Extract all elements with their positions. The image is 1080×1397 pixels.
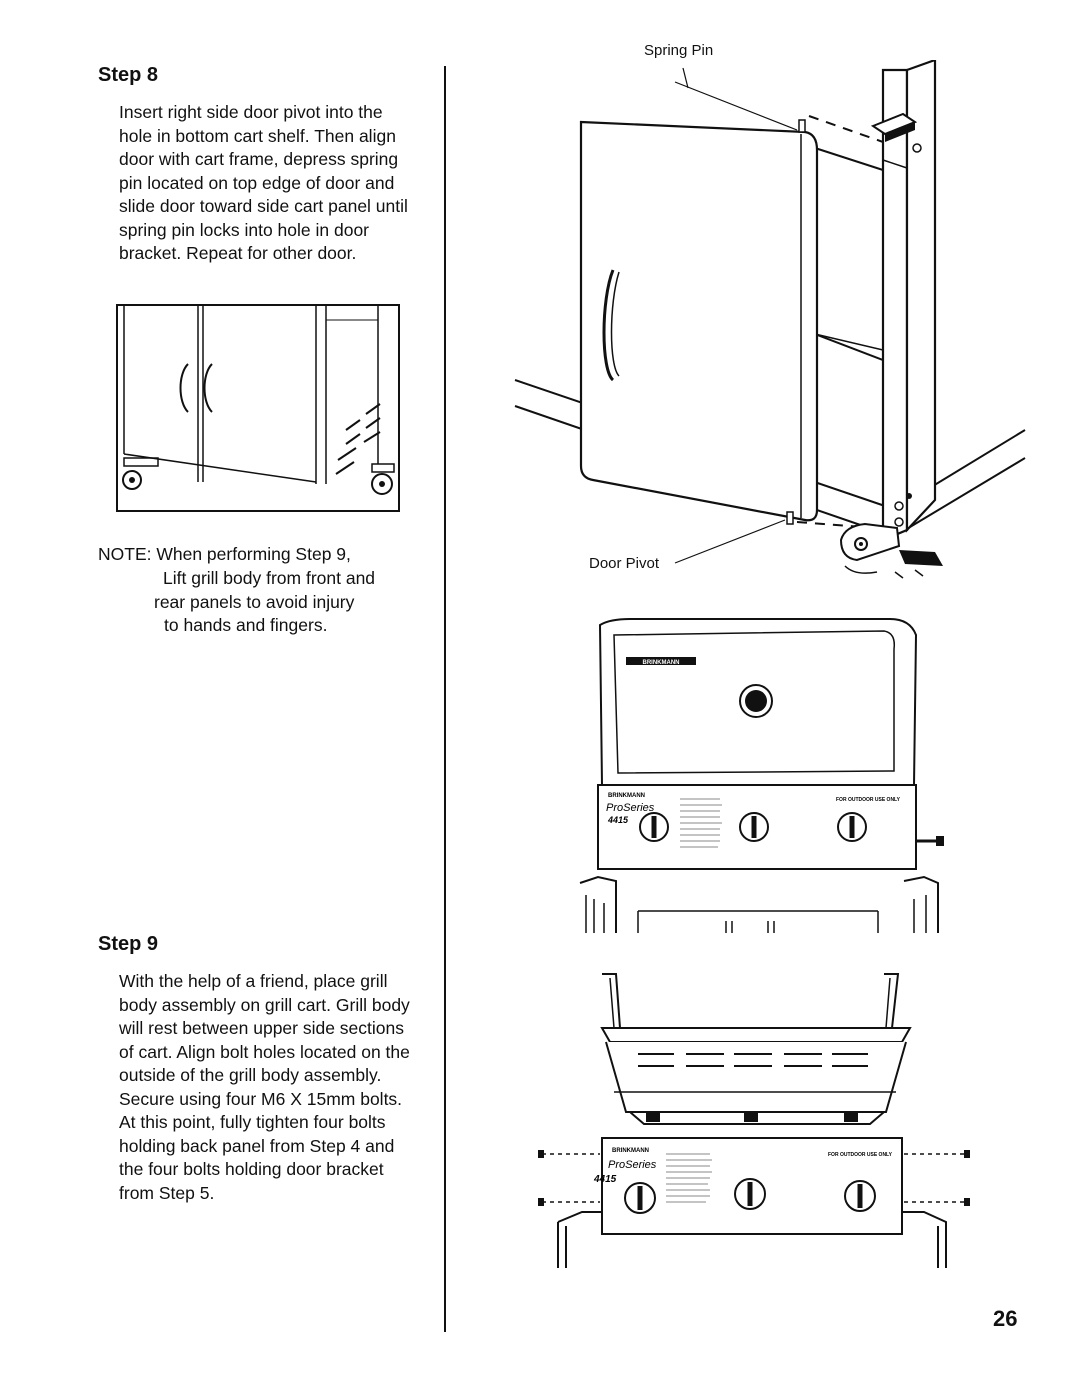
- note-line-4: to hands and fingers.: [164, 615, 328, 635]
- spring-pin-label: Spring Pin: [644, 42, 714, 59]
- grill-open-diagram: BRINKMANN ProSeries 4415 FOR OUTDOOR USE…: [538, 973, 970, 1268]
- open-model-label: 4415: [593, 1174, 617, 1185]
- grill-closed-diagram: BRINKMANN BRINKMANN ProSeries 4415 FOR O…: [579, 618, 944, 933]
- open-outdoor-use-label: FOR OUTDOOR USE ONLY: [828, 1152, 893, 1158]
- series-label: ProSeries: [606, 802, 655, 814]
- step-9-text: With the help of a friend, place grill b…: [119, 971, 410, 1203]
- page-number: 26: [993, 1306, 1018, 1331]
- panel-brand-label: BRINKMANN: [608, 793, 645, 799]
- note-line-1: NOTE: When performing Step 9,: [98, 544, 351, 564]
- open-series-label: ProSeries: [608, 1159, 657, 1171]
- open-panel-brand-label: BRINKMANN: [612, 1148, 649, 1154]
- step-8-title: Step 8: [98, 64, 159, 86]
- door-pivot-label: Door Pivot: [589, 555, 660, 572]
- step-8-text: Insert right side door pivot into the ho…: [119, 102, 408, 263]
- cart-doors-illustration: [116, 304, 400, 512]
- column-divider: [444, 66, 446, 1332]
- note-line-3: rear panels to avoid injury: [154, 592, 355, 612]
- step-9-title: Step 9: [98, 933, 159, 955]
- outdoor-use-label: FOR OUTDOOR USE ONLY: [836, 797, 901, 803]
- lid-brand-logo: BRINKMANN: [643, 660, 680, 666]
- door-installation-diagram: [514, 60, 1026, 579]
- model-label: 4415: [607, 815, 629, 825]
- note-line-2: Lift grill body from front and: [163, 568, 376, 588]
